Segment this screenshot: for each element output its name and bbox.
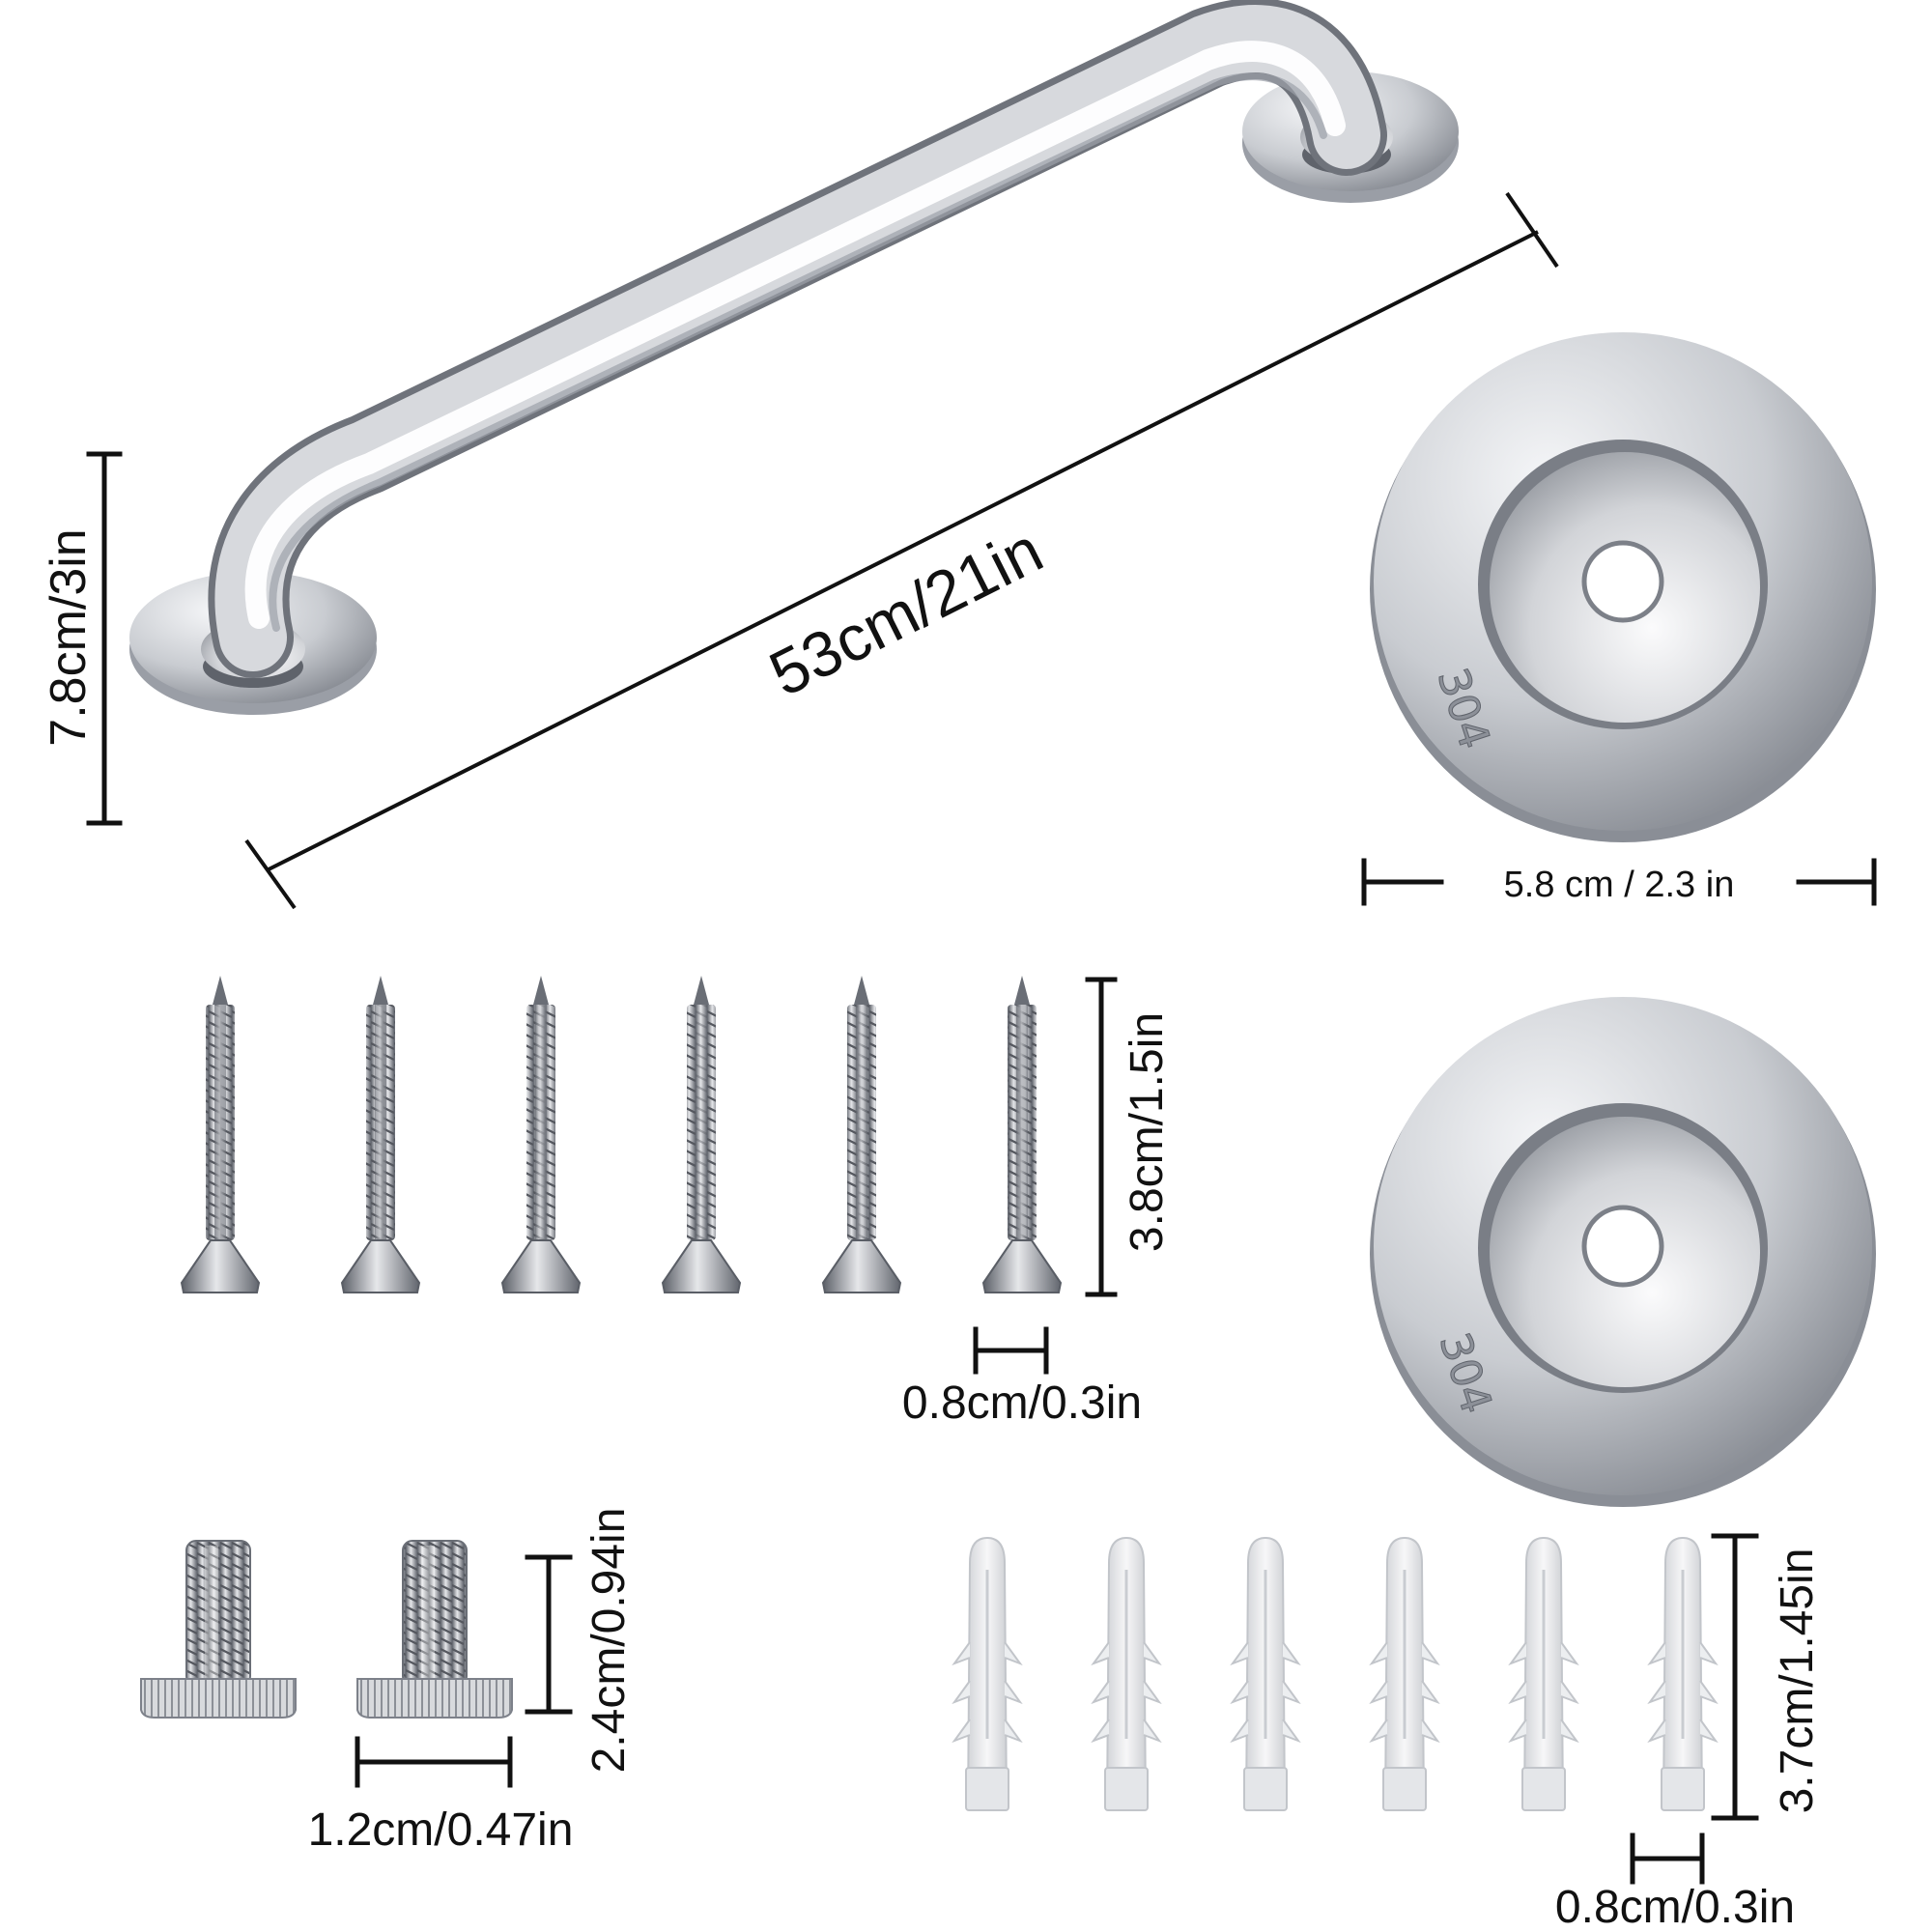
set-screw [356,1540,513,1719]
grab-bar-length-dimension [244,191,1559,910]
wall-anchor-length-dimension [1711,1533,1759,1821]
wall-anchor [952,1536,1023,1811]
wall-anchors-group [952,1536,1719,1811]
wood-screw-length-label: 3.8cm/1.5in [1122,1012,1173,1252]
set-screws-group [140,1540,513,1719]
grab-bar-height-label: 7.8cm/3in [41,528,97,746]
wood-screw-length-dimension [1085,977,1118,1297]
wall-anchor-length-label: 3.7cm/1.45in [1772,1548,1823,1814]
wood-screw [821,976,902,1293]
wood-screw-width-dimension [973,1326,1049,1375]
set-screw-length-label: 2.4cm/0.94in [583,1508,635,1774]
flange-cover-diameter-dimension [1361,858,1877,906]
wall-anchor [1091,1536,1162,1811]
flange-cover-top: 304 [1370,332,1876,842]
flange-cover-diameter-label: 5.8 cm / 2.3 in [1504,865,1735,905]
wood-screws-group [180,976,1063,1293]
wall-anchor [1369,1536,1440,1811]
wood-screw [500,976,582,1293]
set-screw-width-label: 1.2cm/0.47in [308,1804,574,1856]
grab-bar [129,0,1459,715]
wood-screw [981,976,1063,1293]
wall-anchor [1647,1536,1719,1811]
wall-anchor [1508,1536,1579,1811]
grab-bar-tube [208,0,1387,678]
wood-screw-width-label: 0.8cm/0.3in [902,1378,1142,1429]
wood-screw [340,976,421,1293]
wall-anchor-width-label: 0.8cm/0.3in [1555,1882,1795,1932]
wall-anchor [1230,1536,1301,1811]
set-screw-length-dimension [525,1554,573,1715]
grab-bar-height-dimension [86,451,123,826]
wall-anchor-width-dimension [1630,1833,1705,1885]
flange-cover-bottom: 304 [1370,997,1876,1507]
set-screw [140,1540,297,1719]
grab-bar-length-label: 53cm/21in [758,514,1053,710]
wood-screw [661,976,742,1293]
wood-screw [180,976,261,1293]
set-screw-width-dimension [355,1736,513,1788]
